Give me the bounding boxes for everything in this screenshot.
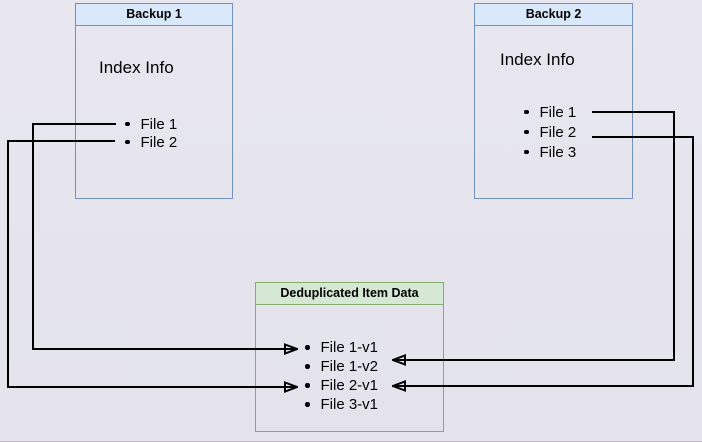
list-item: File 2: [125, 133, 177, 151]
backup2-file-2: File 2: [539, 123, 577, 141]
bullet-icon: [125, 139, 130, 145]
dedup-item-file3-v1: File 3-v1: [320, 396, 379, 413]
dedup-item-file2-v1: File 2-v1: [320, 377, 379, 394]
backup2-index-info-label: Index Info: [500, 50, 575, 69]
dedup-title: Deduplicated Item Data: [280, 286, 419, 300]
backup1-file-1: File 1: [140, 115, 178, 133]
backup1-file-list: File 1 File 2: [125, 115, 177, 151]
dedup-item-file1-v2: File 1-v2: [320, 358, 379, 375]
backup1-container: Backup 1 Index Info File 1 File 2: [75, 3, 233, 199]
dedup-item-list: File 1-v1 File 1-v2 File 2-v1 File 3-v1: [305, 338, 378, 414]
backup1-index-info-label: Index Info: [99, 58, 174, 77]
bullet-icon: [524, 149, 529, 155]
dedup-item-file1-v1: File 1-v1: [320, 339, 379, 356]
list-item: File 3: [524, 142, 576, 162]
bullet-icon: [305, 364, 310, 369]
list-item: File 1-v1: [305, 338, 378, 357]
deduplicated-item-data-container: Deduplicated Item Data File 1-v1 File 1-…: [255, 282, 444, 432]
bullet-icon: [305, 383, 310, 388]
list-item: File 2: [524, 122, 576, 142]
backup1-header: Backup 1: [76, 4, 232, 26]
backup1-file-2: File 2: [140, 133, 178, 151]
backup2-title: Backup 2: [525, 7, 582, 21]
dedup-header: Deduplicated Item Data: [256, 283, 443, 305]
bullet-icon: [125, 121, 130, 127]
backup2-container: Backup 2 Index Info File 1 File 2 File 3: [474, 3, 633, 199]
list-item: File 1-v2: [305, 357, 378, 376]
bullet-icon: [524, 109, 529, 115]
backup1-title: Backup 1: [126, 7, 182, 21]
backup2-file-1: File 1: [539, 103, 577, 121]
bullet-icon: [305, 345, 310, 350]
bullet-icon: [305, 402, 310, 407]
bullet-icon: [524, 129, 529, 135]
backup2-header: Backup 2: [475, 4, 632, 26]
list-item: File 1: [524, 102, 576, 122]
list-item: File 3-v1: [305, 395, 378, 414]
backup2-file-3: File 3: [539, 143, 577, 161]
list-item: File 1: [125, 115, 177, 133]
list-item: File 2-v1: [305, 376, 378, 395]
backup2-file-list: File 1 File 2 File 3: [524, 102, 576, 162]
